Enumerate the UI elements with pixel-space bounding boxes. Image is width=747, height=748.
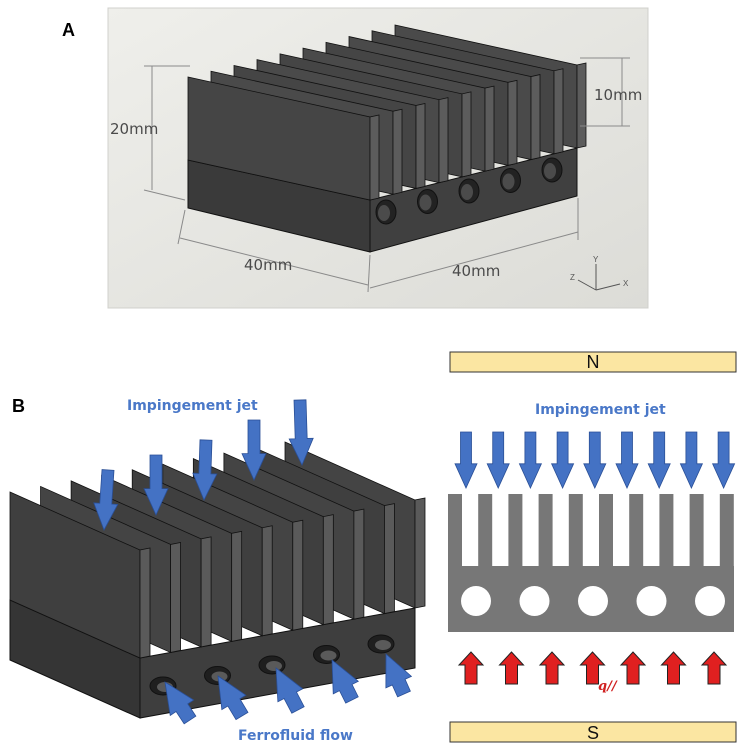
fin-edge [200, 536, 212, 648]
section-jet-arrow [550, 431, 575, 489]
section-hole [695, 586, 725, 616]
section-fin [689, 494, 704, 568]
section-jet-arrow [711, 431, 736, 489]
fin-edge [292, 519, 304, 631]
fin-edge [353, 508, 365, 620]
hole-inner [266, 661, 282, 671]
fin-edge [231, 530, 243, 642]
impingement-jet-label-right: Impingement jet [535, 402, 666, 418]
fin-edge [530, 74, 541, 161]
magnet-south [449, 721, 737, 743]
jet-arrow [288, 399, 314, 466]
hole-inner [502, 173, 515, 190]
fin-edge [392, 108, 403, 195]
fin-edge [384, 503, 395, 615]
heat-arrow [579, 651, 606, 685]
dimension-lines [143, 57, 630, 293]
section-fin [599, 494, 613, 568]
flow-arrow [385, 653, 413, 698]
ferrofluid-flow-label: Ferrofluid flow [238, 728, 353, 744]
section-fin [478, 494, 493, 568]
section-fin [568, 494, 583, 568]
axis-y-label: Y [593, 255, 599, 264]
impingement-jet-arrows-section [454, 431, 736, 489]
section-fin [719, 494, 734, 568]
impingement-jet-arrows-3d [93, 399, 314, 531]
flow-arrow [164, 681, 197, 725]
jet-arrow [192, 439, 218, 501]
fin-edge [484, 85, 495, 172]
section-jet-arrow [615, 431, 639, 489]
dim-height-label: 20mm [110, 120, 158, 138]
heat-arrow [457, 651, 485, 685]
hole-inner [419, 194, 432, 211]
section-jet-arrow [679, 431, 704, 489]
heatsink-3d-view-b [9, 441, 426, 719]
fin-edge [170, 541, 181, 653]
heat-arrow [538, 651, 566, 685]
axis-z-label: Z [570, 273, 575, 282]
jet-arrow [93, 469, 119, 531]
fin-edge [507, 79, 518, 166]
hole-inner [544, 163, 556, 179]
hole-inner [320, 650, 337, 661]
heat-arrow [700, 651, 728, 685]
fin-edge [438, 97, 449, 184]
panel-b-label: B [12, 396, 25, 416]
hole-inner [375, 640, 391, 650]
section-hole [461, 586, 491, 616]
panel-a-label: A [62, 20, 75, 40]
magnet-south-label: S [587, 723, 599, 743]
heatsink-3d-view [187, 24, 587, 253]
heat-arrow [498, 651, 525, 685]
section-jet-arrow [583, 431, 607, 489]
fin-edge [576, 62, 587, 149]
fin-edge [415, 102, 426, 189]
heat-flux-label: q// [598, 679, 618, 694]
fin-edge [139, 547, 151, 659]
fin-edge [369, 114, 380, 201]
magnet-north-label: N [587, 352, 600, 372]
section-jet-arrow [486, 431, 510, 489]
section-fin [538, 494, 553, 568]
dim-width-left-label: 40mm [244, 256, 292, 274]
fin-edge [461, 91, 472, 178]
heat-arrow [660, 651, 687, 685]
hole-inner [461, 184, 473, 200]
axis-x-label: X [623, 279, 629, 288]
axis-triad [577, 264, 621, 291]
fin-edge [322, 514, 334, 626]
flow-arrow [331, 659, 360, 704]
heat-flux-arrows [457, 651, 728, 685]
impingement-jet-label-left: Impingement jet [127, 398, 258, 414]
section-fin [508, 494, 523, 568]
heat-arrow [619, 651, 647, 685]
section-hole [578, 586, 608, 616]
section-fin [448, 494, 462, 568]
section-hole [519, 586, 550, 616]
section-jet-arrow [647, 431, 671, 489]
jet-arrow [143, 454, 169, 516]
hole-inner [378, 205, 390, 221]
fin-edge [414, 497, 426, 609]
flow-arrow [217, 675, 249, 721]
fin-edge [261, 525, 273, 637]
fin-edge [553, 68, 564, 155]
section-jet-arrow [518, 431, 543, 489]
jet-arrow [241, 419, 267, 481]
flow-arrow [275, 667, 305, 714]
magnet-north [449, 351, 737, 373]
hole-inner [211, 671, 228, 682]
section-fin [659, 494, 674, 568]
ferrofluid-flow-arrows [164, 653, 413, 725]
section-jet-arrow [454, 431, 478, 489]
heatsink-cross-section [448, 494, 734, 632]
dim-width-right-label: 40mm [452, 262, 500, 280]
section-hole [636, 586, 667, 616]
section-fin [629, 494, 644, 568]
dim-fin-label: 10mm [594, 86, 642, 104]
